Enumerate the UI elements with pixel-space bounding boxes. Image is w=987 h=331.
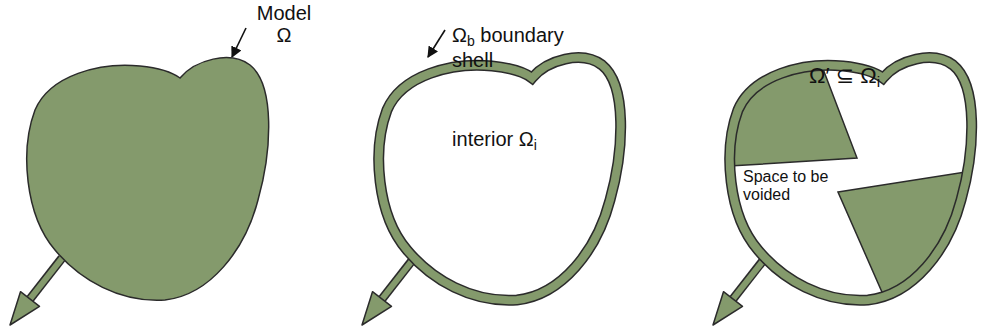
shape-drawing — [0, 0, 290, 331]
shape-drawing — [703, 0, 987, 331]
shape-outline — [10, 58, 269, 325]
interior-label: interior Ωi — [422, 128, 567, 153]
shape-outline — [362, 58, 621, 325]
subset-label: Ω′ ⊆ Ωi — [809, 64, 919, 91]
kept-region — [683, 40, 857, 169]
boundary-shell-shape: Ωb boundary shell interior Ωi — [352, 0, 642, 331]
shell-label: Ωb boundary shell — [452, 24, 574, 71]
leader-arrow — [428, 30, 445, 57]
model-shape: Model Ω — [0, 0, 290, 331]
model-label: Model Ω — [252, 2, 316, 46]
void-label: Space to be voided — [743, 168, 835, 203]
partial-interior-shape: Ω′ ⊆ Ωi Space to be voided — [703, 0, 987, 331]
shape-drawing — [352, 0, 642, 331]
shape-outline — [683, 40, 987, 331]
leader-arrow — [232, 28, 246, 57]
